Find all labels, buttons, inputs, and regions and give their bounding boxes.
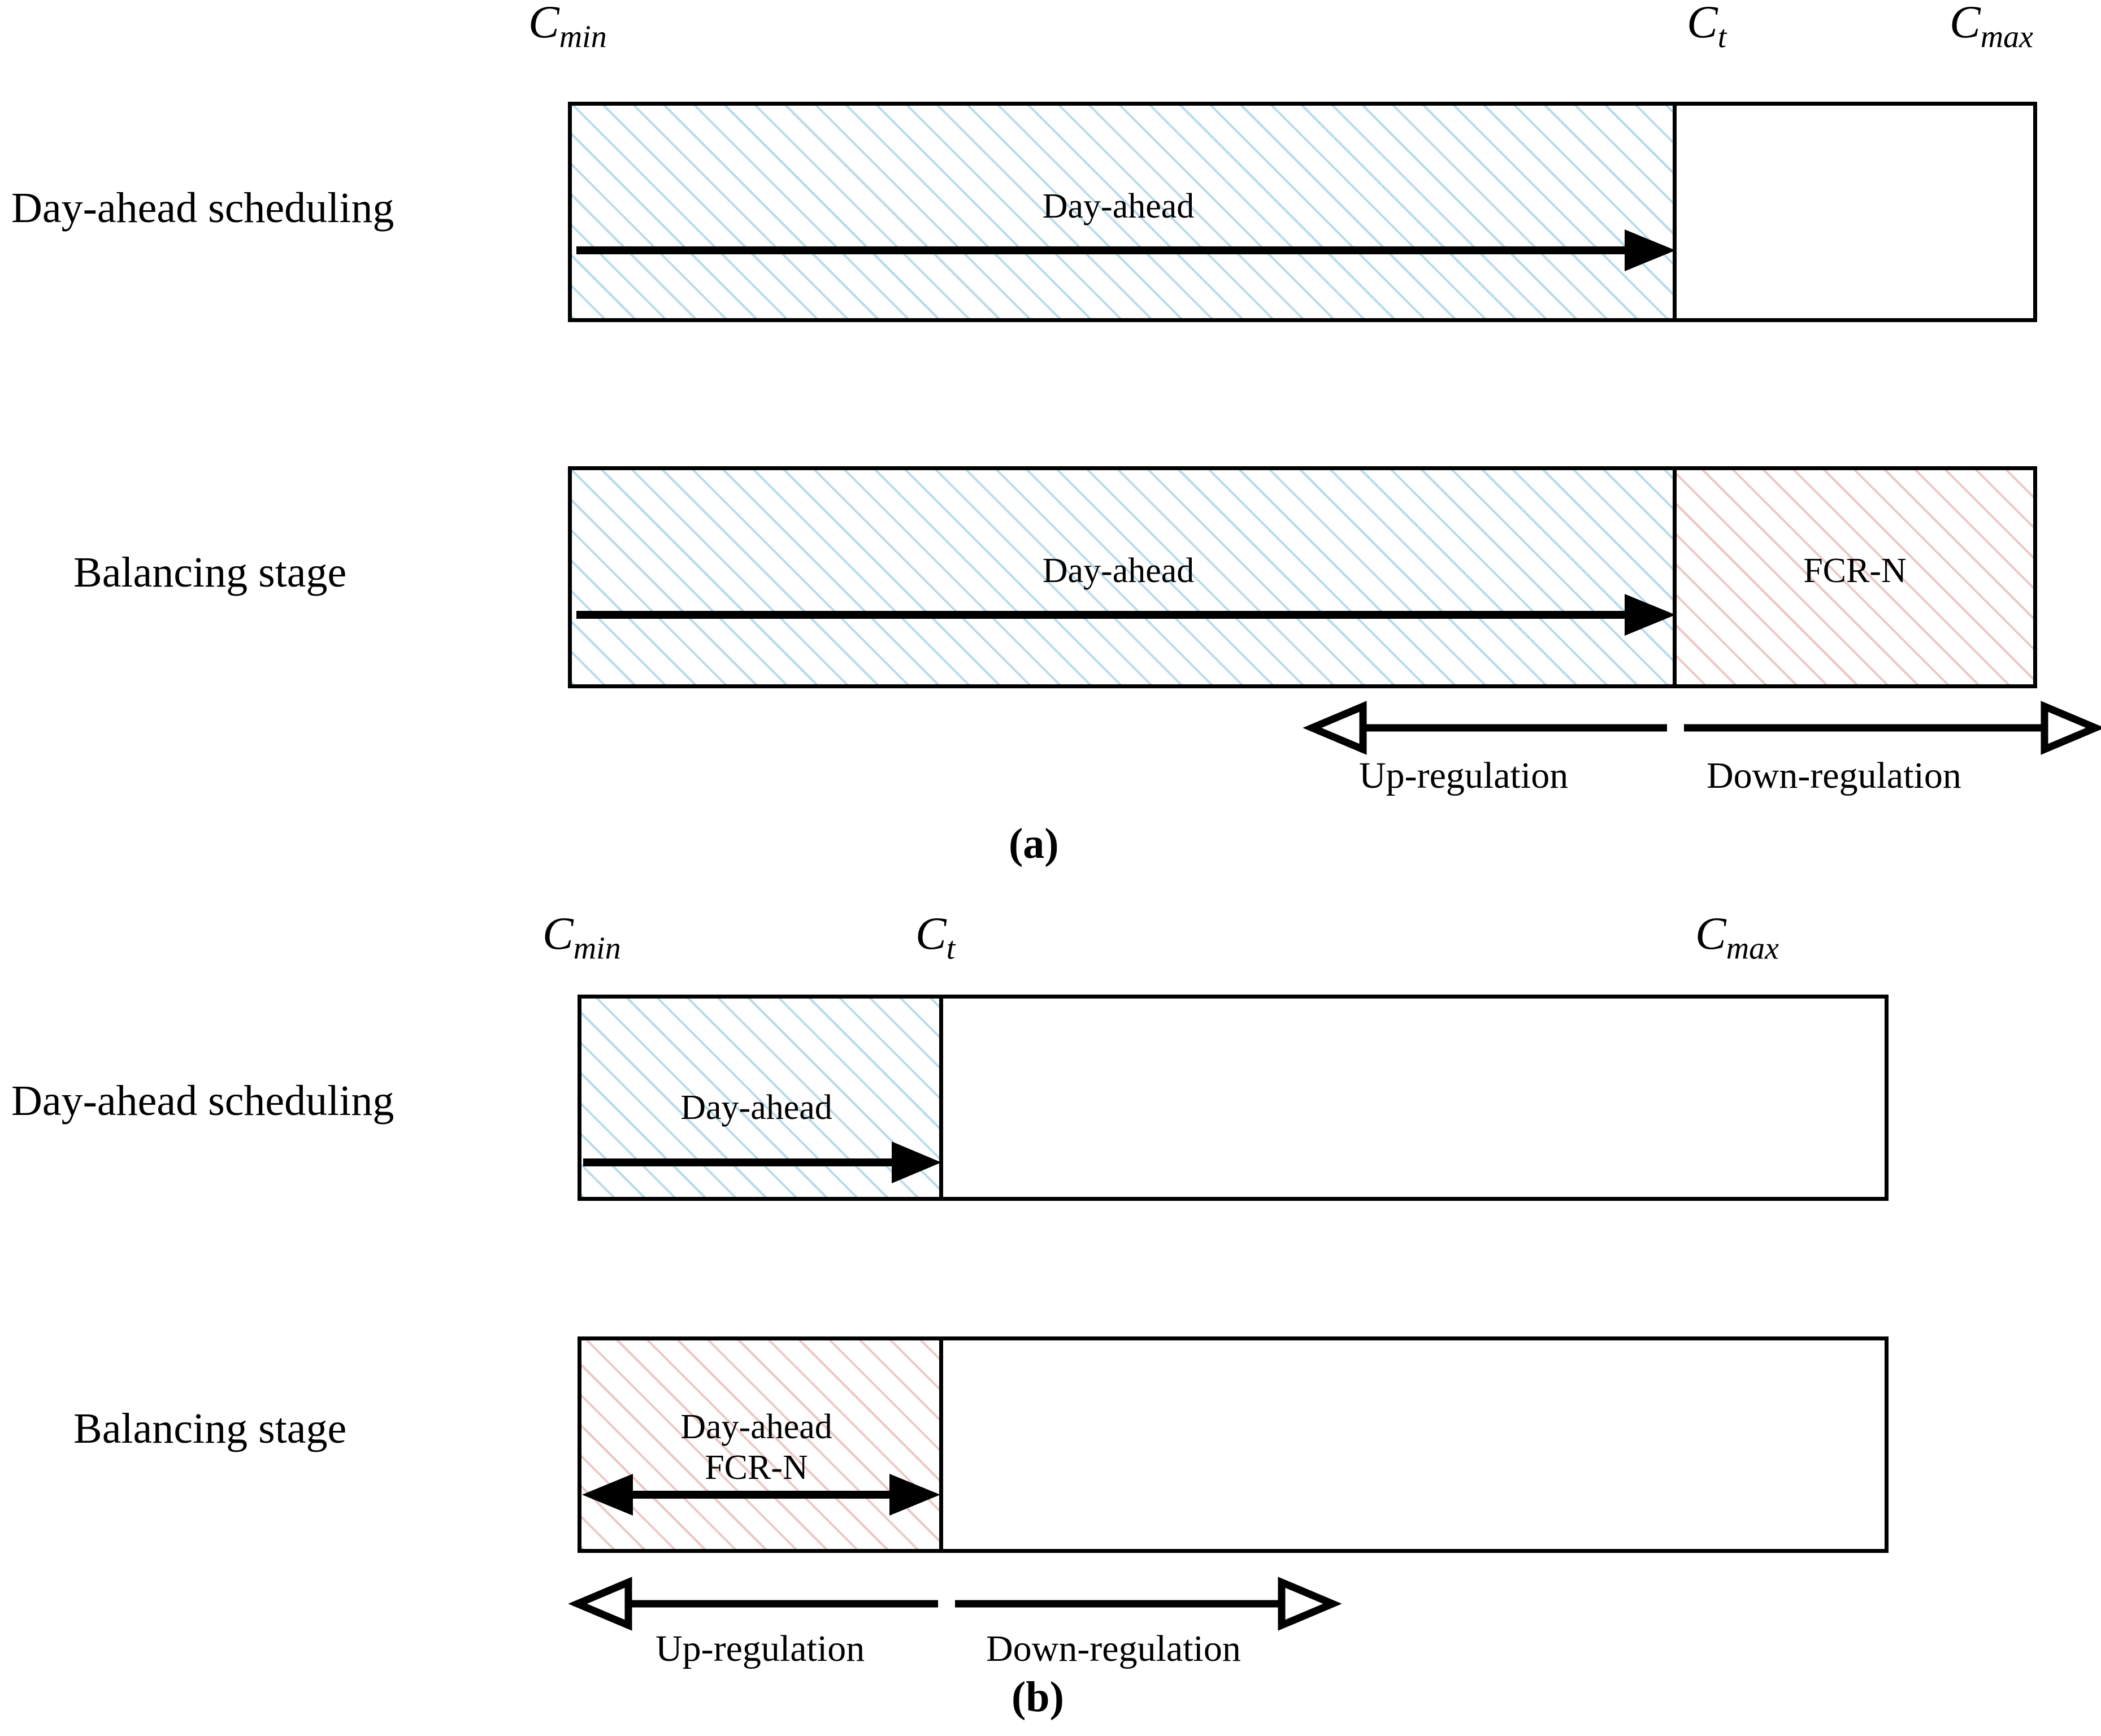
divider-ct-a2 (1673, 466, 1677, 688)
segment-label-day-ahead-a1: Day-ahead (1042, 187, 1195, 225)
row-label-day-ahead-scheduling-b: Day-ahead scheduling (11, 1077, 394, 1125)
bar-panel-a-day-ahead-scheduling (568, 102, 2037, 322)
regulation-arrows-a (1303, 701, 2101, 755)
arrow-day-ahead-fcr-n-b2 (582, 1474, 940, 1516)
row-label-day-ahead-scheduling-a: Day-ahead scheduling (11, 184, 394, 232)
cmin-symbol: C (528, 0, 559, 47)
row-label-balancing-stage-a: Balancing stage (73, 549, 347, 596)
regulation-label-up-a: Up-regulation (1359, 755, 1569, 796)
divider-ct-b1 (939, 995, 943, 1201)
segment-label-fcr-n-a2: FCR-N (1803, 552, 1907, 590)
cmax-symbol: C (1950, 0, 1981, 47)
regulation-label-down-b: Down-regulation (986, 1628, 1241, 1669)
panel-caption-a: (a) (1009, 820, 1059, 867)
arrow-day-ahead-b1 (583, 1142, 941, 1183)
ct-subscript-b: t (946, 931, 956, 966)
ct-symbol-b: C (915, 908, 947, 959)
segment-day-ahead-a1 (572, 106, 1673, 318)
axis-label-cmax-a: Cmax (1950, 0, 2033, 55)
cmin-symbol-b: C (542, 908, 574, 959)
cmax-subscript: max (1980, 19, 2033, 55)
arrow-day-ahead-a2 (576, 594, 1675, 636)
axis-label-ct-b: Ct (915, 907, 955, 966)
segment-label-day-ahead-b1: Day-ahead (680, 1088, 832, 1127)
row-label-balancing-stage-b: Balancing stage (73, 1405, 347, 1452)
panel-caption-b: (b) (1012, 1673, 1064, 1721)
divider-ct-a1 (1673, 102, 1677, 322)
segment-label-day-ahead-b2: Day-ahead (680, 1408, 832, 1446)
regulation-label-up-b: Up-regulation (656, 1628, 865, 1669)
axis-label-cmin-b: Cmin (542, 907, 621, 966)
regulation-label-down-a: Down-regulation (1707, 755, 1961, 796)
axis-label-cmin-a: Cmin (528, 0, 607, 55)
segment-label-day-ahead-a2: Day-ahead (1042, 552, 1195, 590)
arrow-day-ahead-a1 (576, 229, 1675, 271)
cmax-subscript-b: max (1726, 931, 1779, 966)
ct-symbol: C (1687, 0, 1718, 47)
axis-label-cmax-b: Cmax (1695, 907, 1779, 966)
axis-label-ct-a: Ct (1687, 0, 1726, 55)
cmin-subscript-b: min (573, 931, 621, 966)
cmax-symbol-b: C (1695, 908, 1726, 959)
segment-fcr-n-a2 (1673, 470, 2033, 684)
divider-ct-b2 (939, 1336, 943, 1553)
regulation-arrows-b (568, 1577, 1342, 1631)
segment-label-fcr-n-b2: FCR-N (705, 1448, 808, 1487)
bar-panel-b-balancing-stage (578, 1336, 1889, 1553)
segment-day-ahead-a2 (572, 470, 1673, 684)
ct-subscript: t (1717, 19, 1727, 55)
bar-panel-b-day-ahead-scheduling (578, 995, 1889, 1201)
bar-panel-a-balancing-stage (568, 466, 2037, 688)
segment-day-ahead-fcr-n-b2 (581, 1340, 939, 1549)
cmin-subscript: min (559, 19, 607, 55)
